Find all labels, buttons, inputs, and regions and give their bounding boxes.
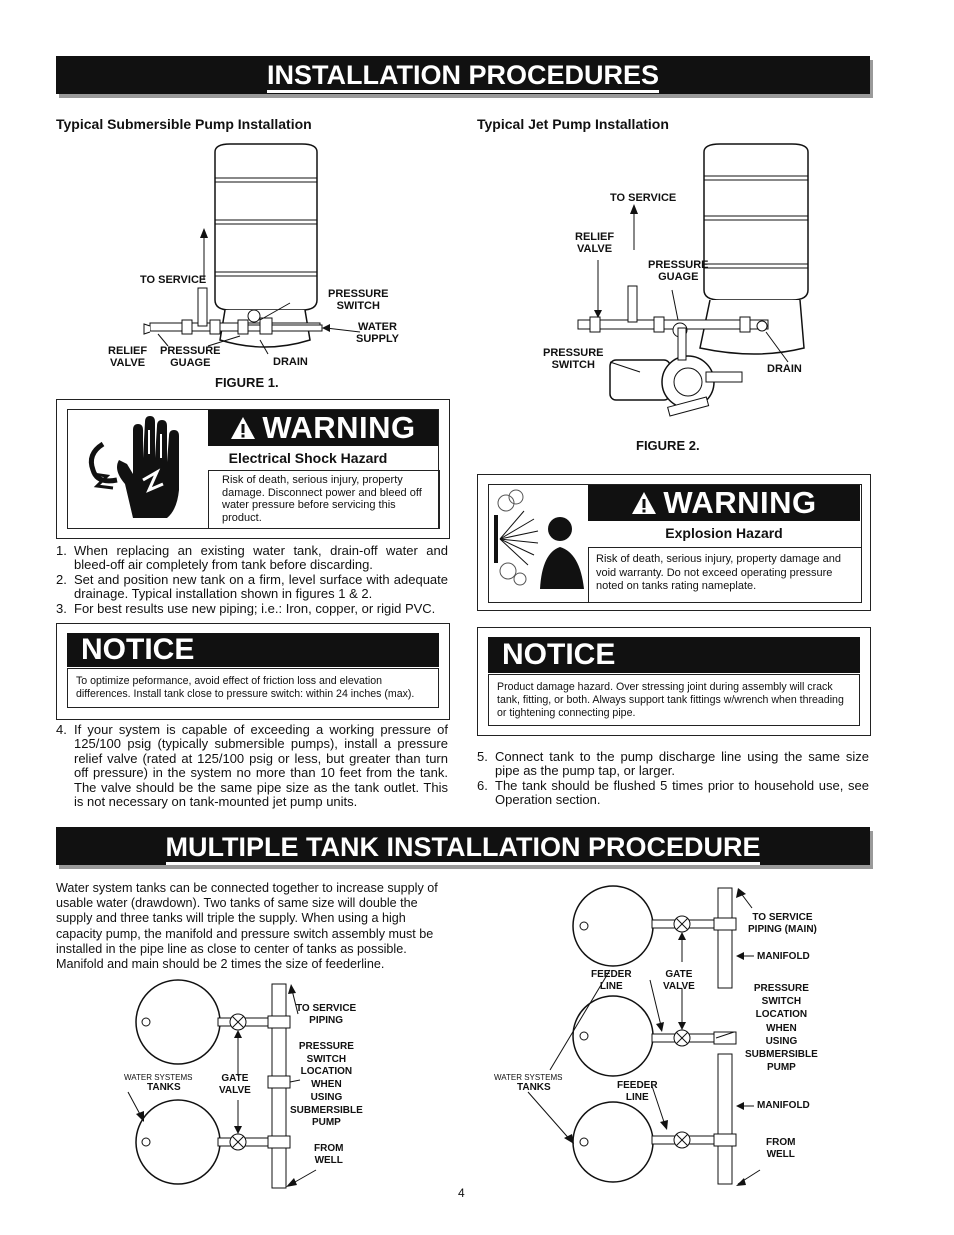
two-tank-to-service: TO SERVICE PIPING xyxy=(296,1003,357,1026)
fig1-label-water-supply: WATER SUPPLY xyxy=(356,321,400,345)
three-tank-manifold-top: MANIFOLD xyxy=(757,951,810,962)
fig2-label-pressure-switch: PRESSURE SWITCH xyxy=(543,347,604,371)
three-tank-feeder-line-bottom: FEEDER LINE xyxy=(617,1080,658,1103)
warning-triangle-icon xyxy=(231,417,256,439)
fig1-label-to-service: TO SERVICE xyxy=(140,274,207,286)
fig1-diagram xyxy=(143,143,361,355)
three-tank-water-systems: WATER SYSTEMS xyxy=(494,1073,563,1082)
two-tank-tanks: TANKS xyxy=(147,1082,181,1093)
three-tank-to-service: TO SERVICE PIPING (MAIN) xyxy=(748,912,817,935)
explosion-person-icon xyxy=(494,489,584,589)
fig1-figure-label: FIGURE 1. xyxy=(215,375,279,390)
fig2-figure-label: FIGURE 2. xyxy=(636,438,700,453)
three-tank-diagram xyxy=(527,885,761,1186)
page-number: 4 xyxy=(458,1186,465,1200)
step-item: 4.If your system is capable of exceeding… xyxy=(56,722,448,810)
two-tank-from-well: FROM WELL xyxy=(314,1143,344,1166)
warning-shock-box: WARNING Electrical Shock Hazard Risk of … xyxy=(56,399,450,539)
section-title-installation: INSTALLATION PROCEDURES xyxy=(56,56,870,94)
step-item: 3.For best results use new piping; i.e.:… xyxy=(56,600,436,616)
warning-triangle-icon xyxy=(632,492,657,514)
multiple-tank-intro: Water system tanks can be connected toge… xyxy=(56,881,438,972)
step-item: 1.When replacing an existing water tank,… xyxy=(56,543,448,573)
section-title-multiple-tank: MULTIPLE TANK INSTALLATION PROCEDURE xyxy=(56,827,870,865)
notice-right-body: Product damage hazard. Over stressing jo… xyxy=(488,674,860,726)
warning-explosion-box: WARNING Explosion Hazard Risk of death, … xyxy=(477,474,871,611)
electric-hand-icon xyxy=(88,416,179,518)
notice-left-title: NOTICE xyxy=(67,633,439,667)
warning-shock-subtitle: Electrical Shock Hazard xyxy=(228,450,388,466)
warning-explosion-subtitle: Explosion Hazard xyxy=(665,525,783,541)
fig2-label-to-service: TO SERVICE xyxy=(610,192,677,204)
fig1-label-drain: DRAIN xyxy=(273,356,308,368)
fig2-label-relief-valve: RELIEF VALVE xyxy=(575,231,615,255)
three-tank-pressure-switch: PRESSURE SWITCH LOCATION WHEN USING SUBM… xyxy=(745,983,818,1074)
step-item: 6.The tank should be flushed 5 times pri… xyxy=(477,777,869,808)
notice-right-box: NOTICE Product damage hazard. Over stres… xyxy=(477,627,871,736)
two-tank-pressure-switch: PRESSURE SWITCH LOCATION WHEN USING SUBM… xyxy=(290,1041,363,1129)
step-item: 2.Set and position new tank on a firm, l… xyxy=(56,571,448,602)
two-tank-diagram xyxy=(127,979,317,1189)
three-tank-from-well: FROM WELL xyxy=(766,1137,796,1160)
warning-shock-header: WARNING xyxy=(208,410,438,446)
step-item: 5.Connect tank to the pump discharge lin… xyxy=(477,749,869,779)
fig1-label-relief-valve: RELIEF VALVE xyxy=(108,345,148,369)
fig1-label-pressure-switch: PRESSURE SWITCH xyxy=(328,288,389,312)
fig2-label-pressure-guage: PRESSURE GUAGE xyxy=(648,259,709,283)
three-tank-feeder-line-top: FEEDER LINE xyxy=(591,969,632,992)
three-tank-manifold-bottom: MANIFOLD xyxy=(757,1100,810,1111)
two-tank-gate-valve: GATE VALVE xyxy=(219,1073,251,1096)
two-tank-water-systems: WATER SYSTEMS xyxy=(124,1073,193,1082)
warning-explosion-header: WARNING xyxy=(588,485,860,521)
notice-left-box: NOTICE To optimize peformance, avoid eff… xyxy=(56,623,450,720)
fig1-label-pressure-guage: PRESSURE GUAGE xyxy=(160,345,221,369)
steps-list-3: 5.Connect tank to the pump discharge lin… xyxy=(477,749,869,808)
three-tank-tanks: TANKS xyxy=(517,1082,551,1093)
steps-list-2: 4.If your system is capable of exceeding… xyxy=(56,722,448,810)
fig2-caption: Typical Jet Pump Installation xyxy=(477,116,669,132)
notice-left-body: To optimize peformance, avoid effect of … xyxy=(67,668,439,708)
notice-right-title: NOTICE xyxy=(488,637,860,673)
warning-explosion-body: Risk of death, serious injury, property … xyxy=(596,553,841,592)
fig1-caption: Typical Submersible Pump Installation xyxy=(56,116,312,132)
fig2-label-drain: DRAIN xyxy=(767,363,802,375)
three-tank-gate-valve: GATE VALVE xyxy=(663,969,695,992)
warning-shock-body: Risk of death, serious injury, property … xyxy=(222,474,422,524)
fig2-diagram xyxy=(577,143,809,417)
steps-list-1: 1.When replacing an existing water tank,… xyxy=(56,543,448,616)
